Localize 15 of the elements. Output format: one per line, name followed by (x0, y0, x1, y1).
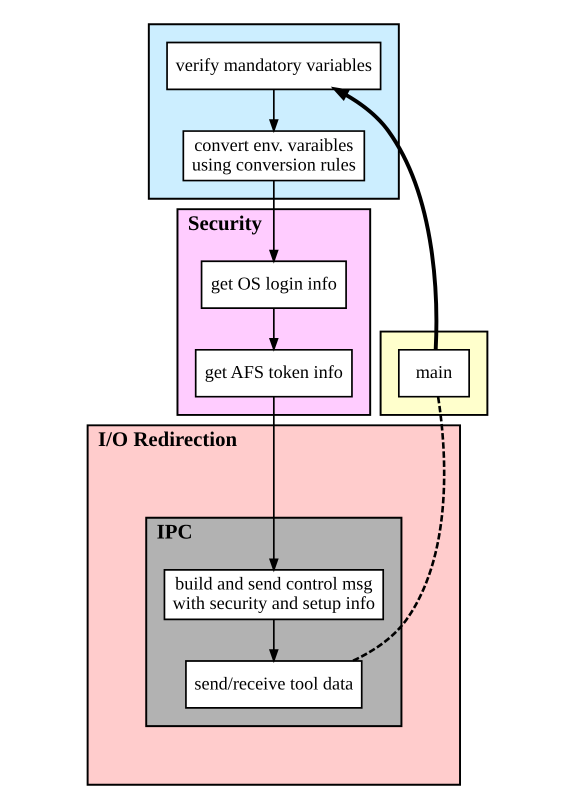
node-box: convert env. varaibles using conversion rules (182, 130, 366, 182)
arrow (330, 86, 438, 350)
arrow (268, 308, 279, 352)
node-box: get OS login info (200, 260, 347, 309)
cluster (148, 23, 400, 200)
cluster (380, 330, 488, 416)
arrow (268, 620, 279, 664)
arrow (268, 90, 279, 134)
arrow (268, 180, 279, 264)
node-box: verify mandatory variables (166, 42, 382, 90)
node-box: send/receive tool data (185, 660, 363, 709)
arrow (268, 396, 279, 572)
node-box: main (398, 348, 470, 398)
node-box: get AFS token info (194, 348, 353, 398)
node-box: build and send control msg with security and setup info (164, 569, 384, 620)
